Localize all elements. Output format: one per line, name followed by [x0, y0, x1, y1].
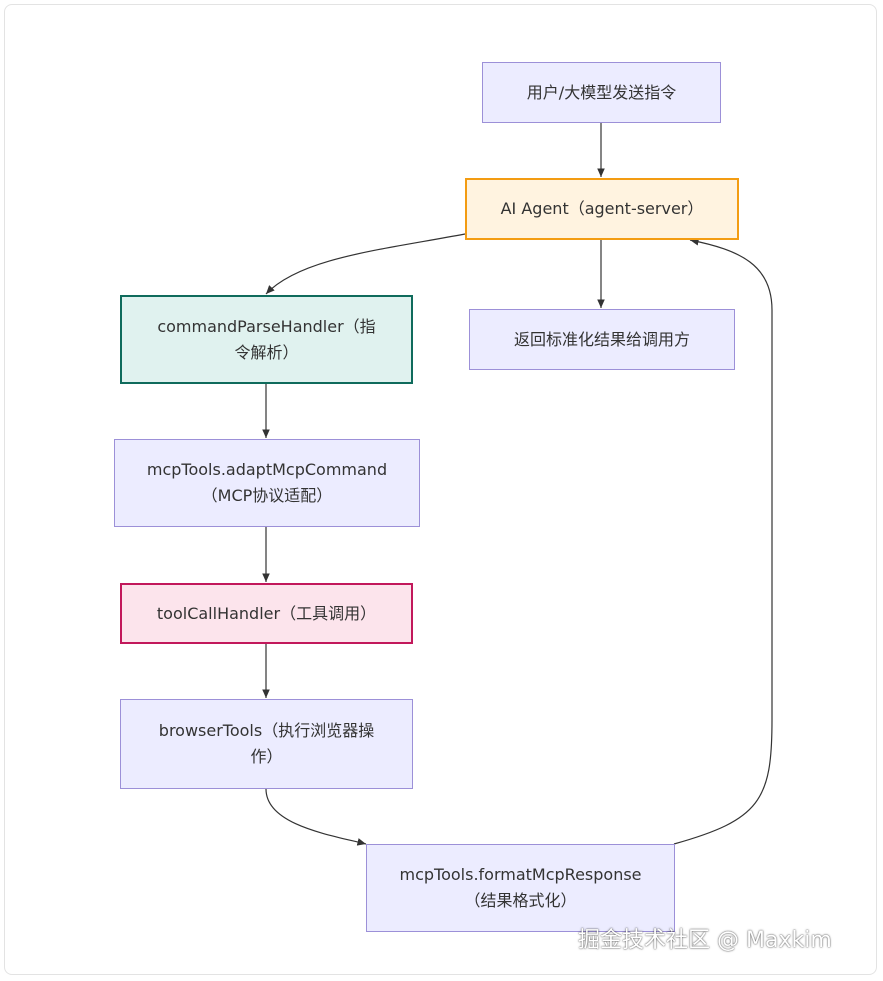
- edge-browser-to-format: [265, 788, 367, 846]
- node-user-instruction: 用户/大模型发送指令: [482, 62, 721, 123]
- node-format-response-label: mcpTools.formatMcpResponse（结果格式化）: [399, 865, 642, 910]
- node-browser-tools-label: browserTools（执行浏览器操作）: [158, 721, 375, 766]
- node-adapt-command-label: mcpTools.adaptMcpCommand（MCP协议适配）: [146, 460, 388, 505]
- node-command-parse-label: commandParseHandler（指令解析）: [157, 316, 376, 362]
- edge-agent-to-parse: [265, 233, 466, 295]
- node-tool-call-label: toolCallHandler（工具调用）: [156, 603, 377, 623]
- node-command-parse: commandParseHandler（指令解析）: [120, 295, 413, 384]
- node-adapt-command: mcpTools.adaptMcpCommand（MCP协议适配）: [114, 439, 420, 527]
- node-browser-tools: browserTools（执行浏览器操作）: [120, 699, 413, 789]
- edge-format-to-agent: [673, 237, 773, 845]
- watermark-text: 掘金技术社区 @ Maxkim: [578, 928, 832, 953]
- node-format-response: mcpTools.formatMcpResponse（结果格式化）: [366, 844, 675, 932]
- node-user-instruction-label: 用户/大模型发送指令: [526, 82, 677, 102]
- node-return-result: 返回标准化结果给调用方: [469, 309, 735, 370]
- node-ai-agent-label: AI Agent（agent-server）: [500, 199, 704, 218]
- node-ai-agent: AI Agent（agent-server）: [465, 178, 739, 240]
- node-tool-call: toolCallHandler（工具调用）: [120, 583, 413, 644]
- node-return-result-label: 返回标准化结果给调用方: [513, 329, 690, 349]
